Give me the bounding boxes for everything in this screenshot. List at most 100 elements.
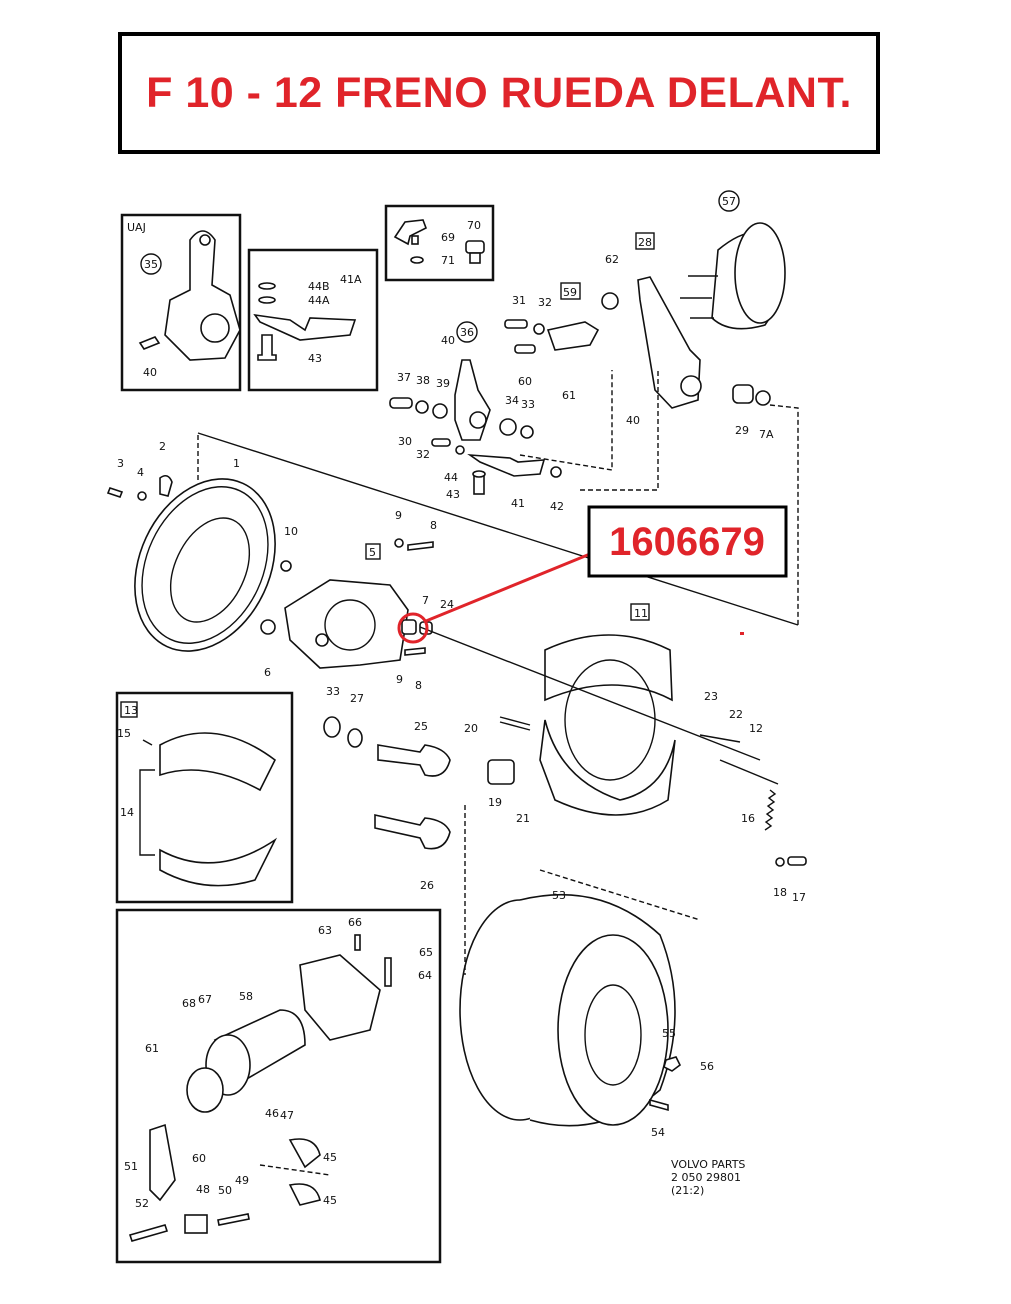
label-46: 46 xyxy=(265,1107,279,1120)
label-60: 60 xyxy=(192,1152,206,1165)
label-16: 16 xyxy=(741,812,755,825)
label-40: 40 xyxy=(626,414,640,427)
label-52: 52 xyxy=(135,1197,149,1210)
label-53: 53 xyxy=(552,889,566,902)
label-69: 69 xyxy=(441,231,455,244)
reference-line-1: VOLVO PARTS xyxy=(671,1158,745,1171)
reference-line-2: 2 050 29801 xyxy=(671,1171,741,1184)
label-43: 43 xyxy=(308,352,322,365)
label-66: 66 xyxy=(348,916,362,929)
callout-line xyxy=(425,552,591,623)
lever-36-drawing xyxy=(389,292,619,495)
label-8: 8 xyxy=(415,679,422,692)
label-29: 29 xyxy=(735,424,749,437)
label-55: 55 xyxy=(662,1027,676,1040)
backing-plate-drawing xyxy=(106,474,292,652)
label-45: 45 xyxy=(323,1151,337,1164)
label-67: 67 xyxy=(198,993,212,1006)
label-7: 7 xyxy=(422,594,429,607)
label-9: 9 xyxy=(396,673,403,686)
label-6: 6 xyxy=(264,666,271,679)
label-37: 37 xyxy=(397,371,411,384)
label-43: 43 xyxy=(446,488,460,501)
spring-brake-chamber-drawing xyxy=(128,934,392,1242)
label-17: 17 xyxy=(792,891,806,904)
label-25: 25 xyxy=(414,720,428,733)
label-26: 26 xyxy=(420,879,434,892)
label-22: 22 xyxy=(729,708,743,721)
label-45: 45 xyxy=(323,1194,337,1207)
label-51: 51 xyxy=(124,1160,138,1173)
label-41: 41 xyxy=(511,497,525,510)
label-62: 62 xyxy=(605,253,619,266)
callout-circle xyxy=(397,612,429,644)
label-5: 5 xyxy=(369,546,376,559)
label-frames xyxy=(120,190,740,718)
brake-shoes-drawing xyxy=(487,634,807,867)
label-71: 71 xyxy=(441,254,455,267)
label-13: 13 xyxy=(124,704,138,717)
label-8: 8 xyxy=(430,519,437,532)
inset-box-chamber xyxy=(115,908,442,1264)
inset-box-linings xyxy=(115,691,294,904)
brake-chamber-57-drawing xyxy=(637,222,786,409)
label-38: 38 xyxy=(416,374,430,387)
label-32: 32 xyxy=(416,448,430,461)
label-58: 58 xyxy=(239,990,253,1003)
plug-drawing xyxy=(393,219,485,264)
label-39: 39 xyxy=(436,377,450,390)
label-4: 4 xyxy=(137,466,144,479)
label-61: 61 xyxy=(145,1042,159,1055)
inset-box-uaj xyxy=(120,213,242,392)
label-31: 31 xyxy=(512,294,526,307)
reference-line-3: (21:2) xyxy=(671,1184,704,1197)
bracket-41a-drawing xyxy=(253,282,357,361)
brake-spider-drawing xyxy=(284,538,434,669)
label-64: 64 xyxy=(418,969,432,982)
label-54: 54 xyxy=(651,1126,665,1139)
brake-linings-drawing xyxy=(139,732,278,887)
label-27: 27 xyxy=(350,692,364,705)
label-28: 28 xyxy=(638,236,652,249)
label-70: 70 xyxy=(467,219,481,232)
label-9: 9 xyxy=(395,509,402,522)
label-20: 20 xyxy=(464,722,478,735)
label-49: 49 xyxy=(235,1174,249,1187)
label-41a: 41A xyxy=(340,273,362,286)
label-68: 68 xyxy=(182,997,196,1010)
label-3: 3 xyxy=(117,457,124,470)
label-42: 42 xyxy=(550,500,564,513)
title-box: F 10 - 12 FRENO RUEDA DELANT. xyxy=(118,32,880,154)
label-12: 12 xyxy=(749,722,763,735)
part-callout: 1606679 xyxy=(397,505,788,644)
inset-box-bracket xyxy=(247,248,379,392)
callout-part-number: 1606679 xyxy=(609,520,765,564)
inset-box-plugs xyxy=(384,204,495,282)
brake-drum-drawing xyxy=(459,893,682,1127)
part-labels: UAJ 35 40 44B 44A 41A 43 69 70 71 36 40 … xyxy=(117,195,806,1210)
label-60: 60 xyxy=(518,375,532,388)
label-23: 23 xyxy=(704,690,718,703)
assembly-lines xyxy=(197,370,799,1176)
label-1: 1 xyxy=(233,457,240,470)
label-65: 65 xyxy=(419,946,433,959)
label-19: 19 xyxy=(488,796,502,809)
label-2: 2 xyxy=(159,440,166,453)
label-33: 33 xyxy=(521,398,535,411)
label-21: 21 xyxy=(516,812,530,825)
label-36: 36 xyxy=(460,326,474,339)
camshaft-drawing xyxy=(323,716,451,850)
label-24: 24 xyxy=(440,598,454,611)
callout-box xyxy=(587,505,788,578)
label-40: 40 xyxy=(143,366,157,379)
label-18: 18 xyxy=(773,886,787,899)
slack-adjuster-drawing xyxy=(138,230,241,361)
label-33: 33 xyxy=(326,685,340,698)
label-40: 40 xyxy=(441,334,455,347)
label-uaj: UAJ xyxy=(127,221,146,234)
label-7a: 7A xyxy=(759,428,774,441)
label-50: 50 xyxy=(218,1184,232,1197)
label-34: 34 xyxy=(505,394,519,407)
label-44: 44 xyxy=(444,471,458,484)
